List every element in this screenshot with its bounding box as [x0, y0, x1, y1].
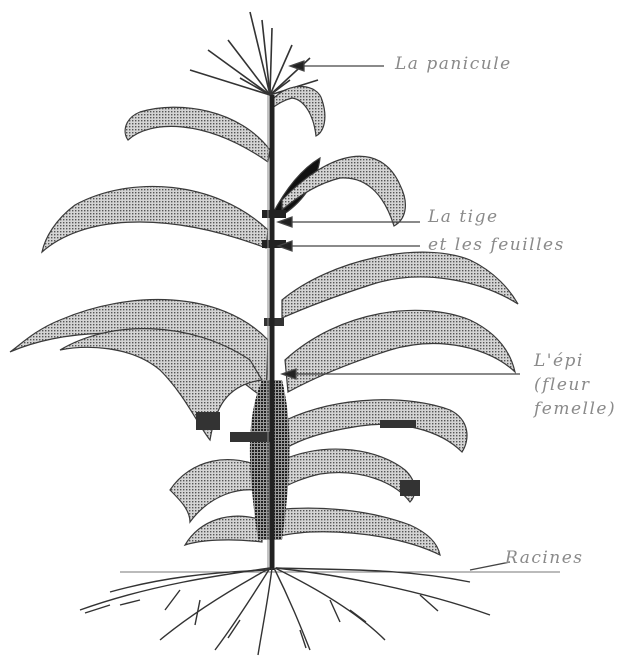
leader-racines: [470, 562, 510, 570]
label-panicule: La panicule: [395, 55, 512, 74]
leader-tige-1-arrow: [278, 217, 292, 227]
label-tige-line1: La tige: [428, 208, 499, 227]
roots: [80, 568, 560, 655]
label-epi-line3: femelle): [534, 400, 616, 419]
label-tige-line2: et les feuilles: [428, 236, 565, 255]
label-epi-line2: (fleur: [534, 376, 591, 395]
label-racines: Racines: [505, 549, 584, 568]
label-epi-line1: L'épi: [534, 352, 584, 371]
tassel: [190, 12, 318, 95]
leaves: [10, 86, 518, 555]
